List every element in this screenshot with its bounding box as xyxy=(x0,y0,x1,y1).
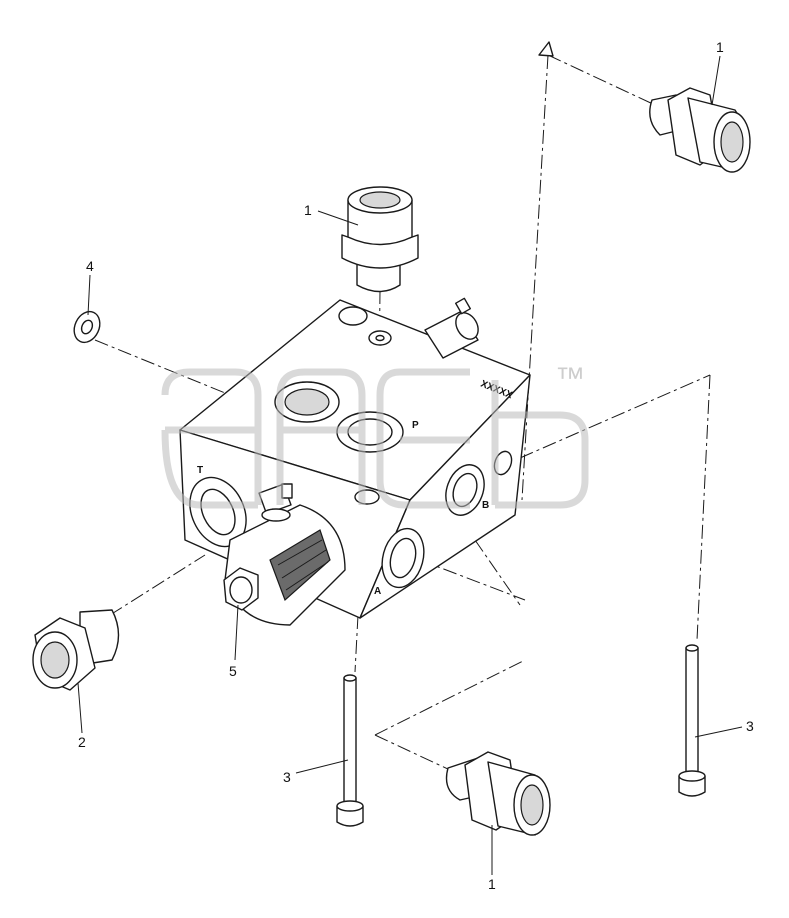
solenoid-coil xyxy=(223,483,346,626)
fitting-left xyxy=(32,609,120,691)
port-label-t: T xyxy=(197,465,203,476)
fitting-bottom xyxy=(445,751,551,836)
bolt-left xyxy=(336,674,364,827)
port-label-b: B xyxy=(482,500,489,511)
leader-lines xyxy=(77,55,743,875)
callout-fitting-top-right: 1 xyxy=(716,39,724,55)
bolt-right xyxy=(678,644,706,797)
callout-bolt-left: 3 xyxy=(283,769,291,785)
callout-fitting-left: 2 xyxy=(78,734,86,750)
port-label-a: A xyxy=(374,586,381,597)
fitting-top xyxy=(341,186,419,293)
washer xyxy=(73,310,101,344)
callout-solenoid: 5 xyxy=(229,663,237,679)
callout-washer: 4 xyxy=(86,258,94,274)
callout-fitting-bottom: 1 xyxy=(488,876,496,892)
watermark-trademark: ™ xyxy=(555,362,585,395)
fitting-top-right xyxy=(649,87,751,173)
callout-bolt-right: 3 xyxy=(746,718,754,734)
callout-numbers: 1 1 1 2 3 3 4 5 xyxy=(78,39,754,892)
port-label-p: P xyxy=(412,420,419,431)
callout-fitting-top: 1 xyxy=(304,202,312,218)
cartridge-valve xyxy=(424,297,479,359)
watermark-logo: ™ xyxy=(161,362,589,509)
datum-triangle xyxy=(538,41,554,57)
